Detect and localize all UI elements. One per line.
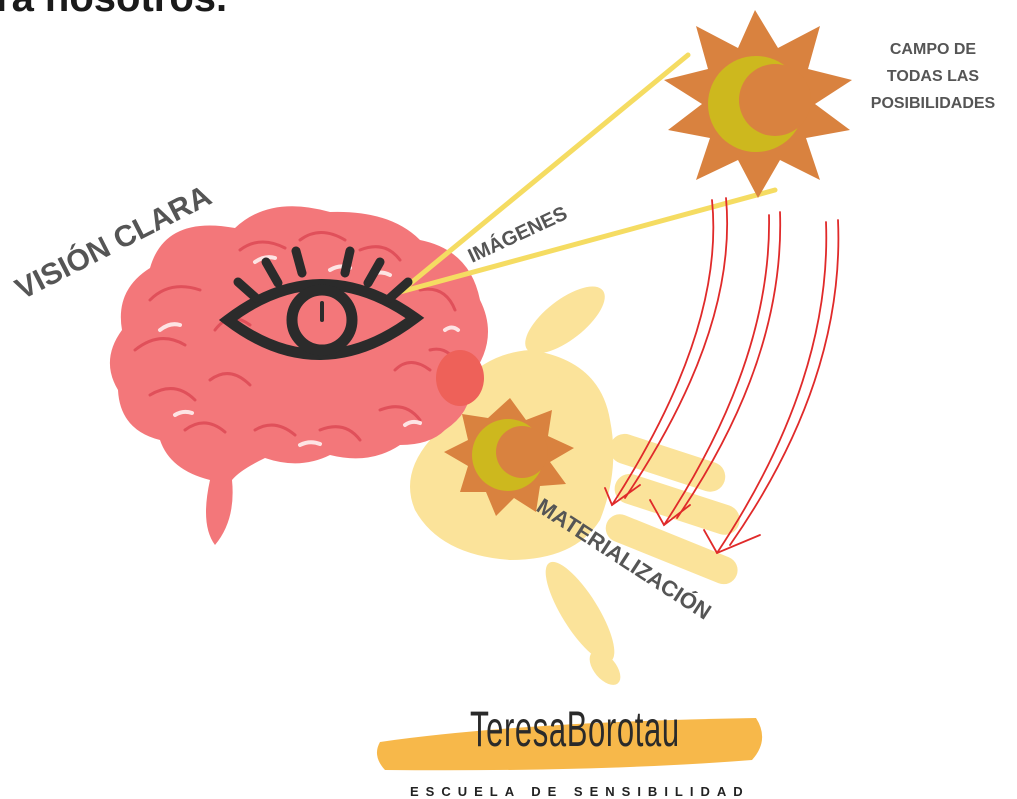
label-campo: CAMPO DE TODAS LAS POSIBILIDADES (858, 36, 1008, 117)
label-campo-line: CAMPO DE (858, 36, 1008, 63)
label-campo-line: POSIBILIDADES (858, 90, 1008, 117)
sun-moon-icon (664, 10, 852, 198)
logo-subtitle: ESCUELA DE SENSIBILIDAD (410, 784, 750, 799)
label-campo-line: TODAS LAS (858, 63, 1008, 90)
logo-name: TeresaBorotau (470, 700, 680, 758)
